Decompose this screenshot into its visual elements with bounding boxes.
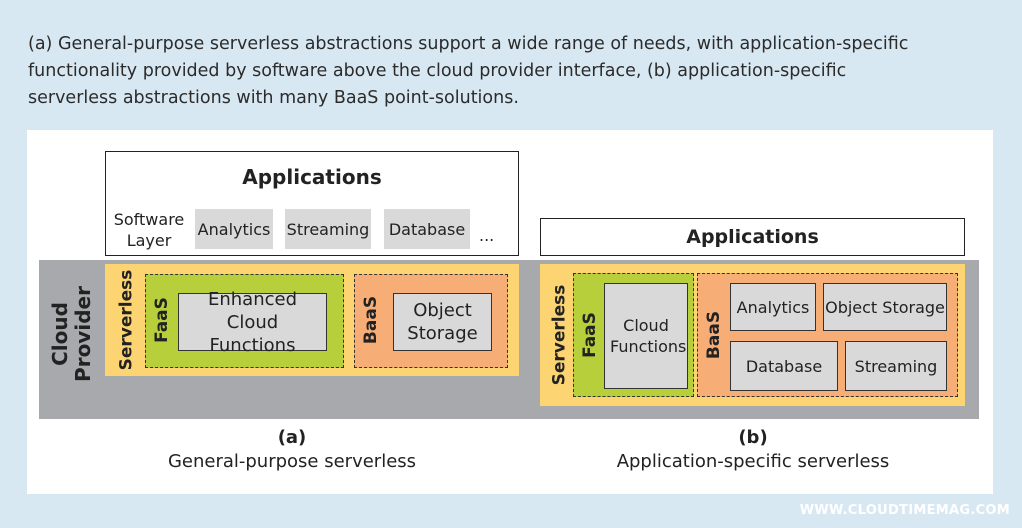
cloud-provider-label: Cloud Provider: [48, 286, 95, 382]
cloud-provider-label-container: Cloud Provider: [41, 280, 103, 388]
right-streaming-box: Streaming: [845, 341, 947, 391]
figure-caption: (a) General-purpose serverless abstracti…: [28, 34, 909, 108]
software-item-streaming: Streaming: [285, 209, 371, 249]
left-faas-label: FaaS: [152, 297, 172, 343]
cloud-functions-box: Cloud Functions: [604, 283, 688, 389]
right-object-storage-box: Object Storage: [823, 283, 947, 331]
left-serverless-label: Serverless: [116, 269, 136, 371]
right-label-letter: (b): [738, 427, 768, 448]
right-label-text: Application-specific serverless: [616, 451, 890, 472]
enhanced-cloud-functions-box: Enhanced Cloud Functions: [178, 289, 327, 356]
right-database-box: Database: [730, 341, 838, 391]
right-serverless-label: Serverless: [549, 284, 569, 386]
left-applications-label: Applications: [242, 165, 382, 189]
left-label-text: General-purpose serverless: [167, 451, 417, 472]
left-label-letter: (a): [277, 427, 307, 448]
right-applications-label: Applications: [686, 226, 819, 248]
software-item-ellipsis: ...: [479, 226, 495, 245]
software-item-database: Database: [384, 209, 470, 249]
left-object-storage-box: Object Storage: [393, 293, 492, 351]
watermark: WWW.CLOUDTIMEMAG.COM: [799, 503, 1010, 518]
right-faas-label: FaaS: [580, 312, 600, 358]
right-applications-box: Applications: [540, 218, 965, 256]
right-analytics-box: Analytics: [730, 283, 816, 331]
diagram-panel: Cloud Provider Applications Software Lay…: [27, 130, 993, 494]
software-item-analytics: Analytics: [195, 209, 273, 249]
software-layer-label: Software Layer: [113, 210, 185, 250]
left-applications-box: Applications: [105, 151, 519, 203]
left-baas-label: BaaS: [361, 295, 381, 345]
right-baas-label: BaaS: [704, 310, 724, 360]
